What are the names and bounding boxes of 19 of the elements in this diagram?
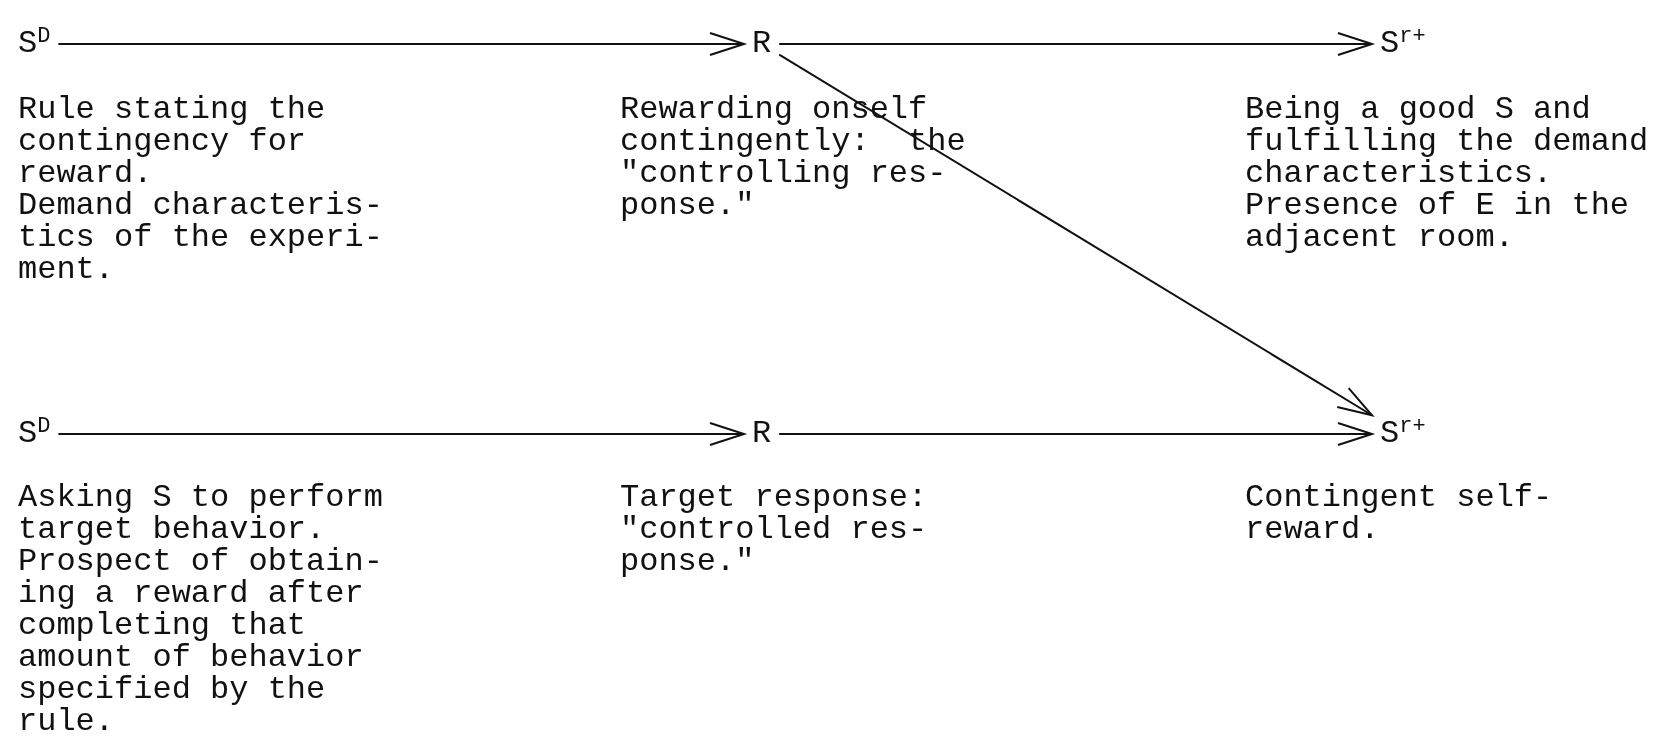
- stimulus-response-symbol: R: [752, 22, 772, 66]
- description-text: Being a good S and fulfilling the demand characteristics.: [1245, 94, 1649, 190]
- description-text: Demand characteris- tics of the experi- ment.: [18, 190, 384, 286]
- arrow: [778, 53, 1373, 417]
- description-text: Presence of E in the adjacent room.: [1245, 190, 1631, 254]
- arrow: [778, 422, 1373, 446]
- arrow: [57, 422, 745, 446]
- description-text: Contingent self- reward.: [1245, 482, 1554, 546]
- stimulus-response-symbol: S$^{D}$: [18, 22, 51, 66]
- stimulus-response-symbol: R: [752, 412, 772, 456]
- description-text: Asking S to perform target behavior.: [18, 482, 383, 546]
- arrow: [57, 32, 745, 56]
- stimulus-response-symbol: S$^{r+}$: [1380, 22, 1426, 66]
- description-text: Rule stating the contingency for reward.: [18, 94, 326, 190]
- description-text: Prospect of obtain- ing a reward after completing that amount of behavior specified by the rule.: [18, 546, 383, 738]
- stimulus-response-symbol: S$^{D}$: [18, 412, 51, 456]
- stimulus-response-symbol: S$^{r+}$: [1380, 412, 1426, 456]
- description-text: Target response: "controlled res- ponse.": [620, 482, 929, 578]
- arrow: [778, 32, 1373, 56]
